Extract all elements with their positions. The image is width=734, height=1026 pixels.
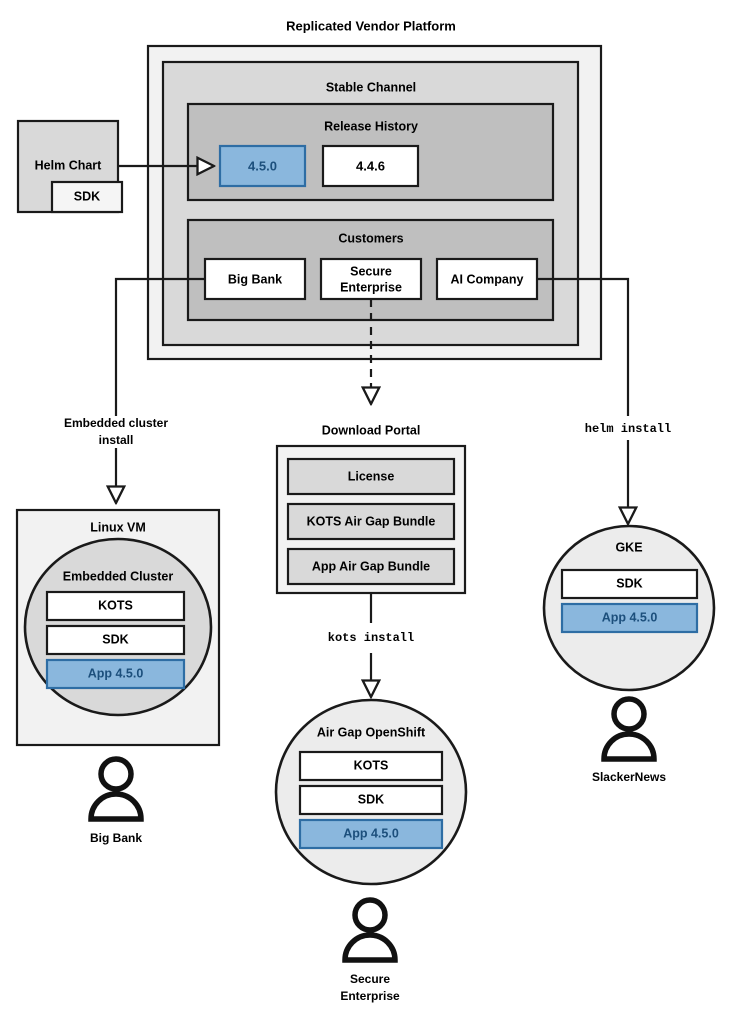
customer-name-label: Big Bank xyxy=(228,272,282,286)
target-gke: GKE SDK App 4.5.0 xyxy=(542,524,716,692)
customer-label-big-bank: Big Bank xyxy=(90,831,142,845)
helm-chart-label: Helm Chart xyxy=(35,158,103,172)
customer-label-slackernews: SlackerNews xyxy=(592,770,666,784)
customer-name-label-line1: Secure xyxy=(350,264,392,278)
page-title: Replicated Vendor Platform xyxy=(286,18,456,33)
sdk-label: SDK xyxy=(74,189,100,203)
customer-card-big-bank[interactable] xyxy=(203,257,307,301)
artifact-app-air-gap-bundle[interactable] xyxy=(286,547,456,586)
person-icon xyxy=(601,696,657,762)
release-version-label: 4.5.0 xyxy=(248,158,277,173)
openshift-label: Air Gap OpenShift xyxy=(317,725,426,739)
target-air-gap-openshift: Air Gap OpenShift KOTS SDK App 4.5.0 xyxy=(274,698,468,886)
edge-label-helm-install: helm install xyxy=(585,422,671,436)
component-sdk[interactable] xyxy=(298,784,444,816)
vendor-platform-container: Stable Channel Release History 4.5.0 4.4… xyxy=(146,44,603,361)
component-sdk[interactable] xyxy=(560,568,699,600)
artifact-kots-air-gap-bundle[interactable] xyxy=(286,502,456,541)
component-label: SDK xyxy=(616,576,642,590)
artifact-label: License xyxy=(348,469,395,483)
stable-channel-label: Stable Channel xyxy=(326,80,416,94)
component-app[interactable] xyxy=(560,602,699,634)
release-card-4-4-6[interactable] xyxy=(321,144,420,188)
component-kots[interactable] xyxy=(298,750,444,782)
artifact-label: App Air Gap Bundle xyxy=(312,559,430,573)
edge-label-embedded-install-line2: install xyxy=(99,433,134,447)
edge-big-bank-to-linux-vm xyxy=(114,277,205,416)
person-icon xyxy=(88,756,144,822)
customer-card-ai-company[interactable] xyxy=(435,257,539,301)
target-linux-vm: Linux VM Embedded Cluster KOTS SDK App 4… xyxy=(15,508,221,747)
customer-name-label: AI Company xyxy=(451,272,524,286)
release-card-4-5-0[interactable] xyxy=(218,144,307,188)
download-portal-label: Download Portal xyxy=(322,423,421,437)
release-history-label: Release History xyxy=(324,119,418,133)
component-label: App 4.5.0 xyxy=(602,610,658,624)
component-label: SDK xyxy=(102,632,128,646)
customers-label: Customers xyxy=(338,231,403,245)
component-label: KOTS xyxy=(98,598,133,612)
component-sdk[interactable] xyxy=(45,624,186,656)
component-app[interactable] xyxy=(45,658,186,690)
helm-chart-node[interactable]: Helm Chart SDK xyxy=(16,119,124,214)
gke-label: GKE xyxy=(615,540,642,554)
edge-label-kots-install: kots install xyxy=(328,631,414,645)
artifact-label: KOTS Air Gap Bundle xyxy=(307,514,436,528)
download-portal-box: License KOTS Air Gap Bundle App Air Gap … xyxy=(275,444,467,595)
component-app[interactable] xyxy=(298,818,444,850)
component-label: SDK xyxy=(358,792,384,806)
person-icon xyxy=(342,897,398,963)
release-history-box: Release History 4.5.0 4.4.6 xyxy=(186,102,555,202)
edge-ai-company-to-gke xyxy=(537,277,630,416)
embedded-cluster-label: Embedded Cluster xyxy=(63,569,174,583)
customer-name-label-line2: Enterprise xyxy=(340,280,402,294)
release-version-label: 4.4.6 xyxy=(356,158,385,173)
component-label: KOTS xyxy=(354,758,389,772)
component-label: App 4.5.0 xyxy=(88,666,144,680)
customer-label-secure-line1: Secure xyxy=(350,972,390,986)
component-label: App 4.5.0 xyxy=(343,826,399,840)
linux-vm-label: Linux VM xyxy=(90,520,146,534)
component-kots[interactable] xyxy=(45,590,186,622)
sdk-badge[interactable] xyxy=(50,180,124,214)
edge-label-embedded-install-line1: Embedded cluster xyxy=(64,416,168,430)
customer-label-secure-line2: Enterprise xyxy=(340,989,400,1003)
artifact-license[interactable] xyxy=(286,457,456,496)
